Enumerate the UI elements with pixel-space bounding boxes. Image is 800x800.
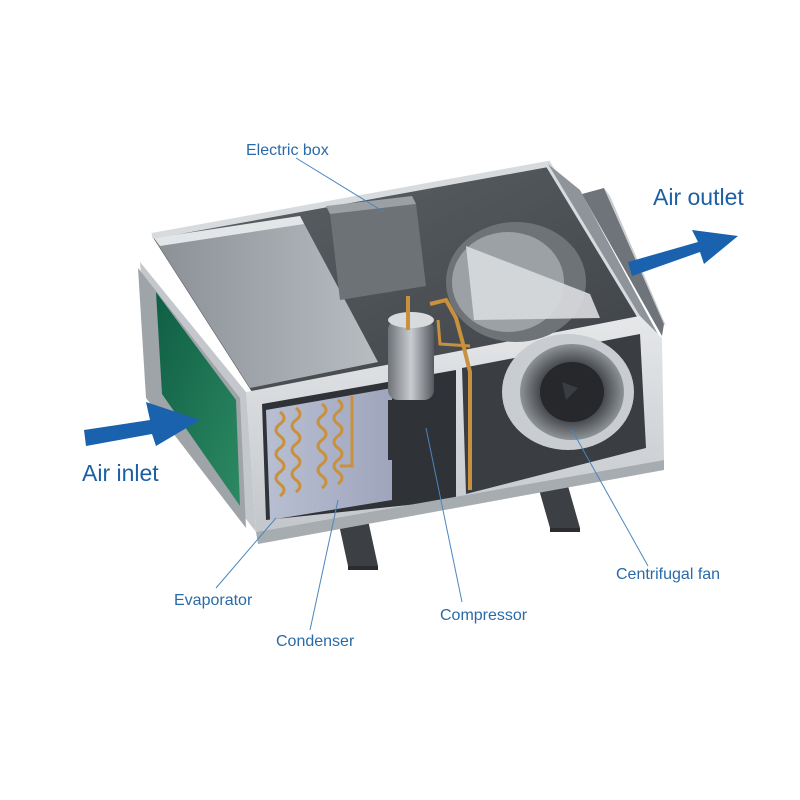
air-outlet-arrow xyxy=(628,230,738,276)
evaporator-label: Evaporator xyxy=(174,592,253,609)
leader-lines xyxy=(215,157,649,631)
centrifugal-fan xyxy=(446,222,634,450)
condenser-label: Condenser xyxy=(276,633,355,650)
air-inlet-arrow xyxy=(84,402,200,446)
inlet-filter xyxy=(138,268,246,528)
electric-box-label: Electric box xyxy=(246,142,329,159)
air-inlet-label: Air inlet xyxy=(82,460,159,486)
support-legs xyxy=(338,486,580,570)
compressor-unit xyxy=(388,296,472,490)
coil-assembly xyxy=(266,388,392,520)
centrifugal-fan-label: Centrifugal fan xyxy=(616,566,721,583)
compressor-label: Compressor xyxy=(440,607,528,624)
air-outlet-label: Air outlet xyxy=(653,184,744,210)
